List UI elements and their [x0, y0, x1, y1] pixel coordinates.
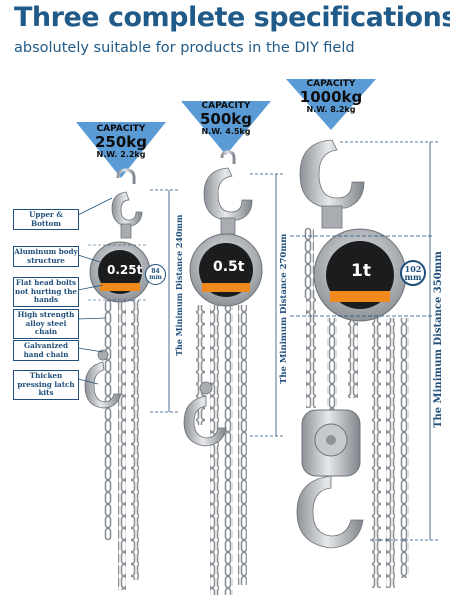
hoist-250kg	[84, 168, 151, 590]
net-weight: N.W. 2.2kg	[96, 150, 146, 159]
feature-aluminum-body: Aluminum body structure	[13, 246, 79, 267]
capacity-label-500: CAPACITY 500kg N.W. 4.5kg	[186, 101, 266, 137]
dimension-lines	[88, 141, 438, 541]
min-distance-1000: The Minimum Distance 350mm	[433, 251, 444, 428]
display-value-250: 0.25t	[107, 263, 143, 277]
feature-upper-bottom: Upper & Bottom	[13, 209, 79, 230]
net-weight: N.W. 4.5kg	[201, 127, 251, 136]
feature-steel-chain: High strength alloy steel chain	[13, 309, 79, 339]
hoist-500kg	[183, 150, 263, 595]
capacity-label-1000: CAPACITY 1000kg N.W. 8.2kg	[291, 79, 371, 115]
capacity-value: 1000kg	[299, 88, 363, 106]
capacity-triangle-1000	[286, 79, 376, 130]
capacity-value: 250kg	[94, 133, 148, 151]
capacity-value: 500kg	[199, 110, 253, 128]
feature-hand-chain: Galvanized hand chain	[13, 340, 79, 361]
feature-latch-kits: Thicken pressing latch kits	[13, 370, 79, 400]
page-subtitle: absolutely suitable for products in the …	[14, 40, 355, 56]
hoist-1000kg	[296, 139, 409, 588]
net-weight: N.W. 8.2kg	[306, 105, 356, 114]
display-value-1000: 1t	[351, 261, 371, 281]
capacity-triangle-500	[181, 101, 271, 155]
min-distance-500: The Minimum Distance 270mm	[279, 233, 289, 384]
display-value-500: 0.5t	[213, 259, 245, 275]
min-distance-250: The Minimum Distance 240mm	[174, 214, 184, 356]
feature-flat-head-bolts: Flat head bolts not hurting the hands	[13, 277, 79, 307]
page-title: Three complete specifications	[14, 2, 450, 33]
capacity-label-250: CAPACITY 250kg N.W. 2.2kg	[81, 124, 161, 160]
feature-leaders	[77, 197, 113, 385]
capacity-triangle-250	[76, 122, 166, 178]
